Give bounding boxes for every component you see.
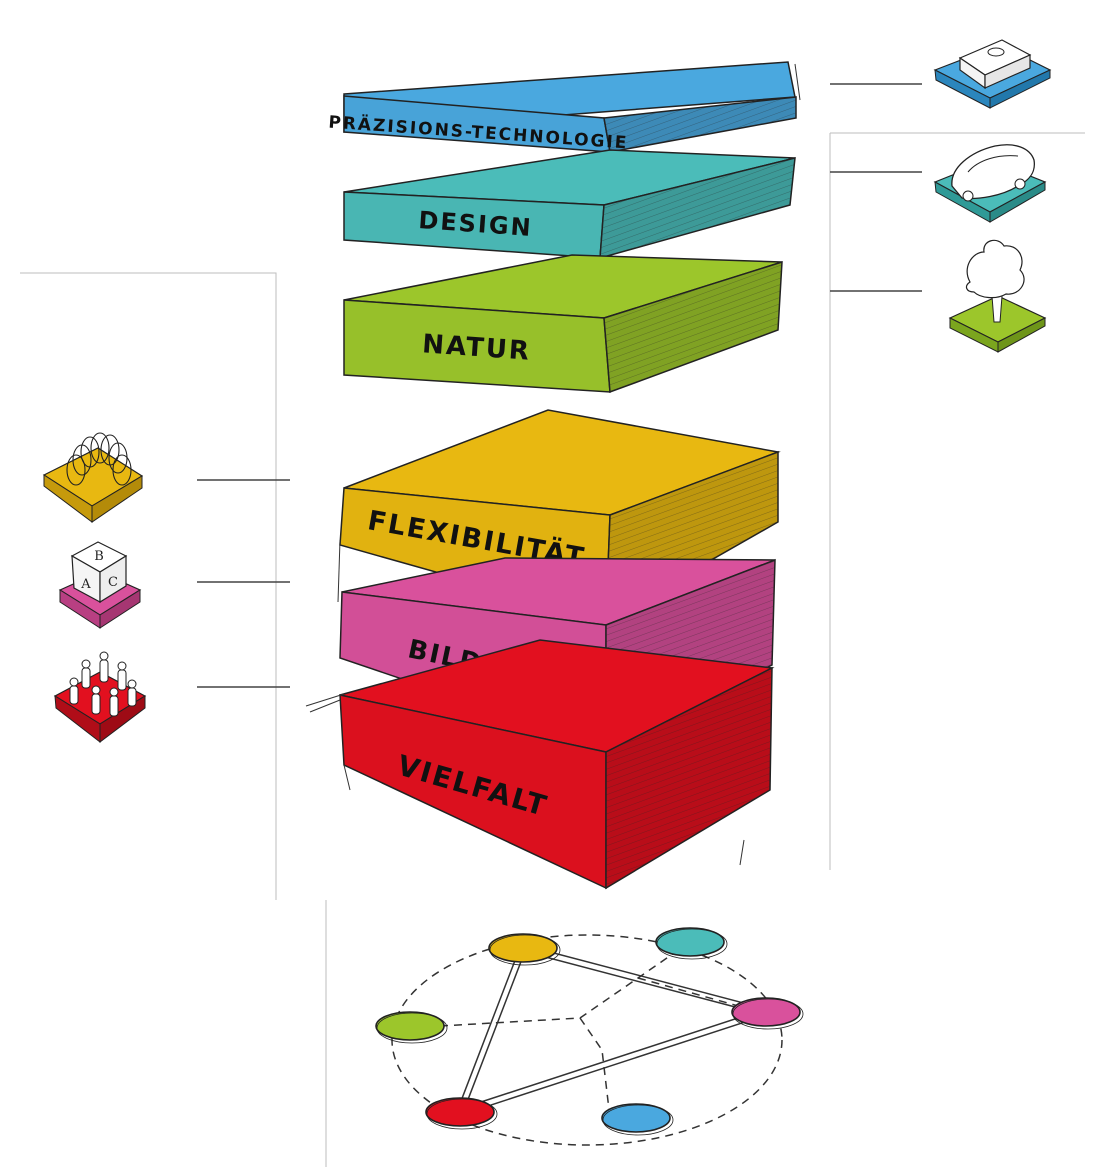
- network-link-flex-vielfalt: [456, 946, 521, 1112]
- network-node-vielfalt: [425, 1097, 498, 1130]
- layer-slab-praezision: PRÄZISIONS-TECHNOLOGIE: [328, 61, 797, 153]
- frame-lines: [20, 132, 1085, 1167]
- network-node-natur: [375, 1011, 448, 1044]
- connector-lines: [197, 83, 922, 688]
- network-node-design: [655, 927, 728, 960]
- network-node-flex: [488, 933, 561, 966]
- tree-icon: [948, 239, 1047, 353]
- svg-text:A: A: [80, 577, 91, 592]
- abc-block-icon: B A C: [58, 541, 142, 629]
- car-model-icon: [933, 144, 1047, 223]
- network-link-vielfalt-bildung: [460, 1014, 768, 1116]
- network-diagram: [375, 927, 804, 1146]
- network-links: [456, 944, 768, 1116]
- layer-slab-natur: NATUR: [343, 254, 783, 394]
- network-node-praezision: [601, 1103, 674, 1136]
- spring-coil-icon: [42, 432, 144, 523]
- sketch-strokes: [305, 63, 801, 866]
- robot-device-icon: [933, 39, 1052, 109]
- layer-slab-design: DESIGN: [343, 149, 796, 260]
- people-circle-icon: [53, 651, 147, 744]
- network-link-flex-vielfalt: [462, 948, 527, 1114]
- network-link-vielfalt-bildung: [458, 1008, 766, 1110]
- svg-text:B: B: [94, 549, 104, 564]
- network-link-flex-bildung: [523, 944, 767, 1010]
- network-link-flex-bildung: [522, 950, 766, 1016]
- network-node-bildung: [731, 997, 804, 1030]
- network-nodes: [375, 927, 804, 1136]
- layer-slab-vielfalt: VIELFALT: [339, 639, 775, 890]
- svg-text:C: C: [108, 575, 118, 590]
